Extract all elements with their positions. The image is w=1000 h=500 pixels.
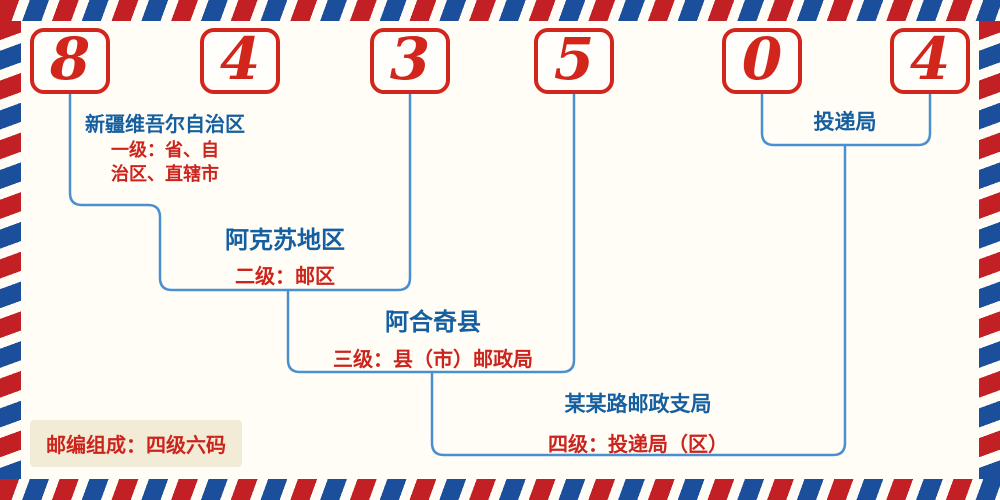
label-level4-desc: 四级：投递局（区） bbox=[548, 434, 728, 457]
digit-3: 3 bbox=[389, 25, 431, 93]
airmail-border-bottom bbox=[0, 479, 1000, 500]
digit-box-2: 4 bbox=[200, 28, 280, 94]
digit-6: 4 bbox=[909, 25, 951, 93]
label-level1-desc-line1: 一级：省、自 bbox=[111, 140, 219, 160]
label-level4-name: 某某路邮政支局 bbox=[564, 393, 712, 416]
digit-box-3: 3 bbox=[370, 28, 450, 94]
label-level2: 阿克苏地区 二级：邮区 bbox=[225, 226, 345, 289]
label-level4: 某某路邮政支局 四级：投递局（区） bbox=[548, 392, 728, 457]
label-level3-name: 阿合奇县 bbox=[385, 309, 481, 336]
digit-box-4: 5 bbox=[534, 28, 614, 94]
digit-4: 5 bbox=[553, 25, 595, 93]
digit-5: 0 bbox=[741, 25, 783, 93]
label-level2-desc: 二级：邮区 bbox=[235, 266, 335, 288]
digit-1: 8 bbox=[49, 25, 91, 93]
label-delivery-office: 投递局 bbox=[813, 111, 877, 134]
digit-2: 4 bbox=[219, 25, 261, 93]
label-level1-name: 新疆维吾尔自治区 bbox=[85, 114, 245, 136]
label-level3-desc: 三级：县（市）邮政局 bbox=[333, 349, 533, 371]
label-level2-name: 阿克苏地区 bbox=[225, 227, 345, 254]
composition-note: 邮编组成：四级六码 bbox=[30, 420, 242, 467]
label-level1-desc-line2: 治区、直辖市 bbox=[111, 164, 219, 185]
airmail-border-right bbox=[979, 21, 1000, 479]
digit-box-6: 4 bbox=[890, 28, 970, 94]
airmail-border-top bbox=[0, 0, 1000, 21]
digit-box-5: 0 bbox=[722, 28, 802, 94]
label-level3: 阿合奇县 三级：县（市）邮政局 bbox=[333, 308, 533, 372]
digit-box-1: 8 bbox=[30, 28, 110, 94]
airmail-border-left bbox=[0, 21, 21, 479]
label-level1: 新疆维吾尔自治区 一级：省、自 治区、直辖市 bbox=[85, 112, 245, 187]
